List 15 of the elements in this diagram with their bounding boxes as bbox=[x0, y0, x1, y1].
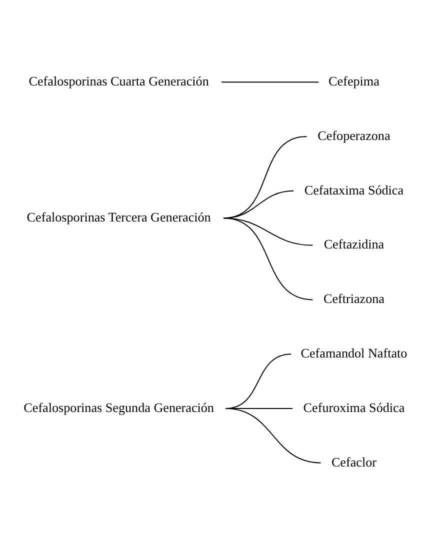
connector bbox=[226, 407, 321, 463]
node-text: Ceftriazona bbox=[323, 290, 384, 306]
node-text: Cefalosporinas Segunda Generación bbox=[24, 399, 214, 414]
connector bbox=[222, 81, 319, 82]
node-text: Cefoperazona bbox=[318, 127, 390, 142]
node-text: Cefuroxima Sódica bbox=[303, 399, 405, 414]
connector bbox=[224, 217, 313, 246]
node-text: Cefaclor bbox=[331, 454, 376, 469]
connector bbox=[224, 217, 313, 300]
node-text: Cefamandol Naftato bbox=[300, 345, 408, 360]
node-text: Cefalosporinas Cuarta Generación bbox=[28, 73, 209, 88]
node-text: Ceftazidina bbox=[324, 236, 384, 252]
node-text: Cefepima bbox=[328, 73, 380, 88]
node-text: Cefataxima Sódica bbox=[304, 182, 404, 197]
node-text: Cefalosporinas Tercera Generación bbox=[26, 209, 211, 224]
